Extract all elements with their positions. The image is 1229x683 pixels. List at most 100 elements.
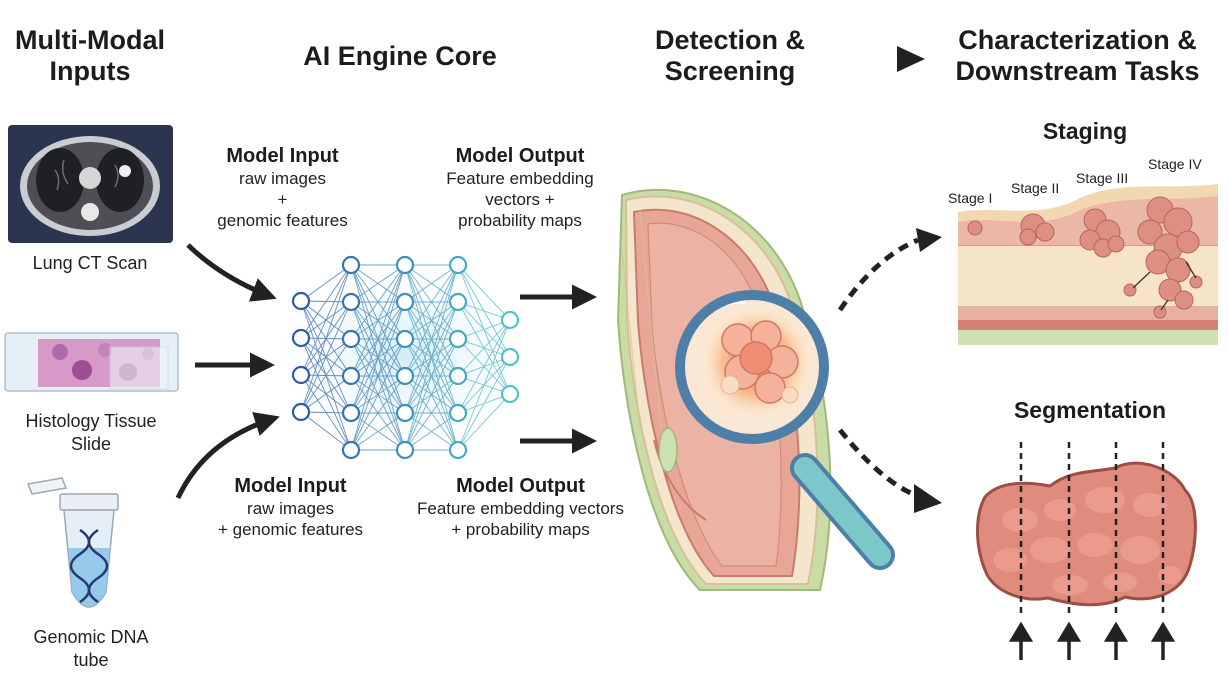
nn-node xyxy=(500,310,520,330)
input-label-histology: Histology Tissue Slide xyxy=(25,411,157,454)
nn-node xyxy=(448,255,468,275)
dna-tube-icon xyxy=(26,477,119,608)
model-output-top-body: Feature embedding vectors + probability … xyxy=(446,169,594,230)
segmentation-illustration xyxy=(976,442,1197,660)
model-output-bottom-title: Model Output xyxy=(456,475,585,497)
nn-node xyxy=(395,366,415,386)
nn-edge xyxy=(300,264,352,339)
nn-node xyxy=(341,403,361,423)
nn-edge xyxy=(404,264,459,303)
nn-edge xyxy=(404,375,459,451)
input-label-ct: Lung CT Scan xyxy=(32,253,148,273)
model-output-bottom: Model Output Feature embedding vectors +… xyxy=(388,474,653,540)
arrow-ct-to-engine xyxy=(186,243,277,302)
nn-edge xyxy=(350,375,406,451)
arrow-to-staging xyxy=(837,237,919,312)
lung-ct-scan-icon xyxy=(8,125,173,243)
model-output-top: Model Output Feature embedding vectors +… xyxy=(420,144,620,231)
nn-edge xyxy=(300,264,352,302)
nn-edge xyxy=(404,264,459,340)
nn-node xyxy=(341,440,361,460)
nn-edge xyxy=(300,375,352,413)
neural-network xyxy=(265,250,545,460)
nn-node xyxy=(395,292,415,312)
engine-output-arrows xyxy=(520,284,597,454)
input-arrows xyxy=(175,243,280,500)
nn-node xyxy=(395,440,415,460)
arrow-dna-to-engine xyxy=(175,412,280,500)
nn-edge xyxy=(350,301,406,451)
header-engine: AI Engine Core xyxy=(303,41,497,71)
model-input-bottom-body: raw images + genomic features xyxy=(217,499,364,539)
nn-node xyxy=(291,291,311,311)
nn-edge xyxy=(350,412,406,451)
nn-node xyxy=(448,329,468,349)
header-characterization: Characterization & Downstream Tasks xyxy=(955,25,1200,86)
nn-edge xyxy=(350,338,406,451)
histology-slide-icon xyxy=(4,332,179,392)
nn-node xyxy=(291,365,311,385)
nn-edge xyxy=(404,264,459,377)
nn-node xyxy=(395,329,415,349)
stage-label-2: Stage II xyxy=(1011,180,1060,196)
nn-node xyxy=(341,255,361,275)
model-input-bottom: Model Input raw images + genomic feature… xyxy=(198,474,383,540)
nn-node xyxy=(500,384,520,404)
nn-edge xyxy=(457,393,511,451)
nn-edge xyxy=(350,264,406,451)
model-input-top-title: Model Input xyxy=(226,145,339,167)
nn-edge xyxy=(404,264,459,414)
nn-node xyxy=(448,366,468,386)
header-detection: Detection & Screening xyxy=(654,25,806,86)
nn-node xyxy=(395,403,415,423)
nn-edge xyxy=(300,264,352,376)
nn-node xyxy=(341,292,361,312)
arrow-to-segmentation xyxy=(838,428,916,498)
nn-edge xyxy=(300,301,352,413)
stage-label-3: Stage III xyxy=(1076,170,1129,186)
nn-node xyxy=(448,292,468,312)
nn-node xyxy=(448,440,468,460)
stage-label-1: Stage I xyxy=(948,190,993,206)
nn-edge xyxy=(350,264,406,414)
nn-edge xyxy=(300,264,352,413)
magnifier-icon xyxy=(675,290,895,570)
model-output-top-title: Model Output xyxy=(455,145,585,167)
nn-node xyxy=(341,329,361,349)
segmentation-title: Segmentation xyxy=(1013,397,1167,423)
header-dashed-arrow xyxy=(825,46,925,72)
nn-edge xyxy=(457,319,511,340)
staging-illustration xyxy=(958,184,1218,345)
nn-node xyxy=(395,255,415,275)
nn-edge xyxy=(457,264,511,321)
nn-edge xyxy=(300,338,352,413)
branch-arrows xyxy=(837,237,919,498)
header-inputs: Multi-Modal Inputs xyxy=(15,25,165,86)
nn-edge xyxy=(404,264,459,451)
nn-edge xyxy=(457,319,511,414)
input-label-dna: Genomic DNA tube xyxy=(33,627,149,670)
nn-edge xyxy=(350,264,406,377)
arrow-to-segmentation-head xyxy=(914,484,942,513)
nn-node xyxy=(500,347,520,367)
nn-edge xyxy=(457,356,511,451)
nn-edge xyxy=(457,301,511,321)
nn-edge xyxy=(457,319,511,377)
nn-edge xyxy=(350,264,406,340)
nn-node xyxy=(448,403,468,423)
staging-title: Staging xyxy=(1042,118,1128,144)
nn-edge xyxy=(457,319,511,451)
nn-edge xyxy=(404,301,459,451)
nn-edge xyxy=(300,411,352,451)
nn-edge xyxy=(404,412,459,451)
nn-edge xyxy=(404,338,459,451)
nn-node xyxy=(291,328,311,348)
model-input-top: Model Input raw images + genomic feature… xyxy=(195,144,370,231)
stage-label-4: Stage IV xyxy=(1148,156,1202,172)
arrow-to-staging-head xyxy=(916,228,942,252)
nn-node xyxy=(291,402,311,422)
model-input-bottom-title: Model Input xyxy=(234,475,347,497)
nn-node xyxy=(341,366,361,386)
model-input-top-body: raw images + genomic features xyxy=(217,169,348,230)
